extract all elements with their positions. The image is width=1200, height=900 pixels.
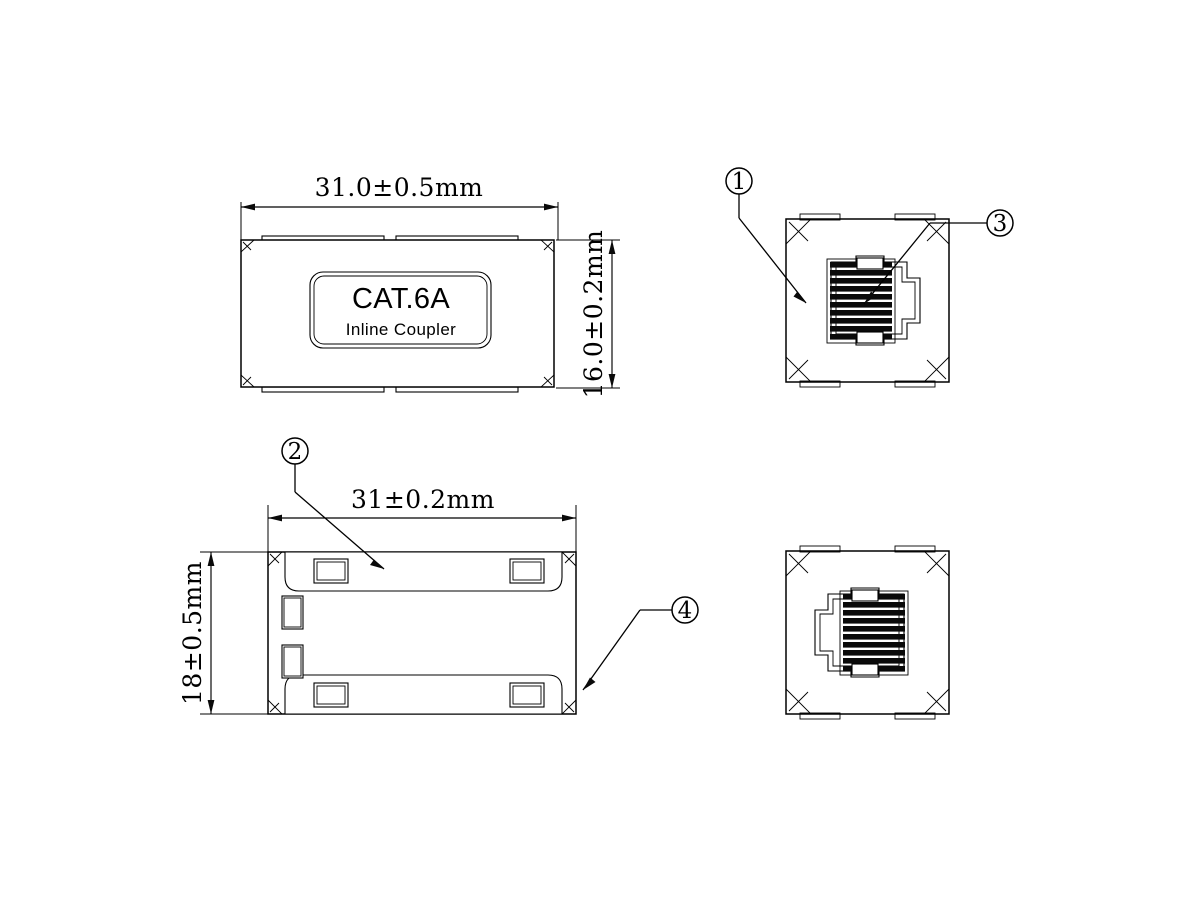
aperture-tab-bottom-bottom-view [851, 663, 879, 676]
callout-1-group: 1 [725, 167, 807, 304]
latch-rail-bottom [284, 674, 563, 715]
callout-3-group: 3 [863, 209, 1014, 305]
callout-4-number: 4 [678, 598, 693, 624]
front-height-dimension: 16.0±0.2mm [556, 230, 620, 399]
side-corner-chamfers [267, 551, 577, 715]
latch-rail-top [284, 551, 563, 592]
aperture-tab-top [856, 257, 884, 270]
front-height-dimension-text: 16.0±0.2mm [579, 230, 608, 399]
front-width-dimension-text: 31.0±0.5mm [315, 173, 484, 202]
aperture-tab-top-bottom-view [851, 589, 879, 602]
callout-3-number: 3 [993, 211, 1008, 237]
front-view-group: 31.0±0.5mm 16.0±0.2mm [240, 173, 620, 399]
side-view-group: 31±0.2mm 18±0.5mm [178, 485, 577, 715]
callout-1-number: 1 [732, 169, 747, 195]
side-width-dimension: 31±0.2mm [267, 485, 577, 552]
port-corner-chamfers-top [785, 213, 950, 388]
rj45-port-view-rear-group [785, 545, 950, 720]
side-width-dimension-text: 31±0.2mm [351, 485, 495, 514]
rj45-port-view-front-group [785, 213, 950, 388]
latch-windows [313, 558, 545, 708]
callout-2-group: 2 [281, 437, 385, 570]
callout-2-number: 2 [288, 439, 303, 465]
faceplate-corner-chamfers [240, 239, 555, 388]
side-retention-slots [281, 595, 304, 679]
front-width-dimension: 31.0±0.5mm [240, 173, 559, 240]
product-label-secondary: Inline Coupler [346, 320, 457, 339]
product-label-primary: CAT.6A [352, 283, 450, 315]
product-label-box [309, 271, 492, 349]
callout-4-group: 4 [582, 596, 699, 691]
side-height-dimension: 18±0.5mm [178, 551, 270, 715]
aperture-tab-bottom [856, 331, 884, 344]
port-corner-chamfers-bottom [785, 545, 950, 720]
side-height-dimension-text: 18±0.5mm [178, 561, 207, 705]
